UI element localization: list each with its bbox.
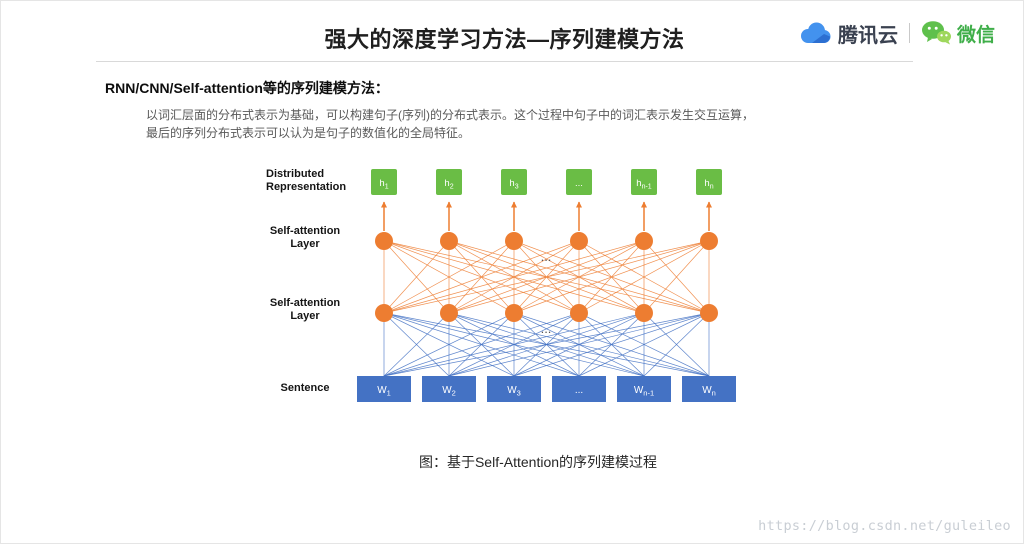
representation-box — [371, 169, 397, 195]
node-label: Wn-1 — [634, 385, 654, 398]
word-to-attention-edge — [383, 312, 515, 377]
representation-box — [566, 169, 592, 195]
word-to-attention-edge — [383, 312, 710, 377]
node-label: h1 — [379, 178, 388, 191]
node-label: W2 — [442, 385, 456, 398]
label-line: Layer — [290, 238, 320, 250]
figure-caption: 图：基于Self-Attention的序列建模过程 — [418, 454, 658, 470]
word-to-attention-edge — [643, 312, 710, 377]
body-text: 以词汇层面的分布式表示为基础，可以构建句子(序列)的分布式表示。这个过程中句子中… — [146, 106, 754, 142]
self-attention-node — [700, 232, 718, 250]
word-to-attention-edge — [513, 312, 710, 377]
label-line: Self-attention — [269, 297, 341, 309]
word-box — [422, 376, 476, 402]
attention-to-attention-edge — [448, 240, 710, 314]
node-label: W3 — [507, 385, 521, 398]
body-line: 最后的序列分布式表示可以认为是句子的数值化的全局特征。 — [146, 126, 471, 140]
ellipsis: ... — [541, 321, 552, 336]
brand-logos: 腾讯云 微信 — [798, 17, 995, 49]
self-attention-node — [440, 232, 458, 250]
label-line: Representation — [266, 181, 347, 193]
word-box — [682, 376, 736, 402]
attention-to-attention-edge — [383, 240, 645, 314]
word-to-attention-edge — [383, 312, 450, 377]
tencent-cloud-label: 腾讯云 — [837, 24, 898, 47]
label-self-attention-layer-2: Self-attention Layer — [253, 297, 357, 323]
attention-to-attention-edge — [383, 240, 710, 314]
node-label: W1 — [377, 385, 391, 398]
node-label: hn — [704, 178, 713, 191]
self-attention-node — [570, 232, 588, 250]
word-to-attention-edge — [578, 312, 710, 377]
label-distributed-representation: Distributed Representation — [253, 168, 357, 194]
label-line: Self-attention — [269, 225, 341, 237]
attention-to-attention-edge — [383, 240, 450, 314]
representation-box — [501, 169, 527, 195]
representation-box — [631, 169, 657, 195]
node-label: ... — [575, 385, 583, 396]
attention-to-attention-edge — [578, 240, 710, 314]
label-line: Sentence — [280, 382, 330, 394]
body-line: 以词汇层面的分布式表示为基础，可以构建句子(序列)的分布式表示。这个过程中句子中… — [146, 108, 754, 122]
word-box — [357, 376, 411, 402]
word-to-attention-edge — [383, 312, 580, 377]
label-line: Distributed — [266, 168, 325, 180]
self-attention-node — [505, 304, 523, 322]
self-attention-node — [635, 232, 653, 250]
slide-title: 强大的深度学习方法—序列建模方法 — [324, 27, 685, 52]
label-sentence: Sentence — [253, 382, 357, 395]
tencent-cloud-icon — [798, 20, 832, 46]
self-attention-node — [570, 304, 588, 322]
label-self-attention-layer-1: Self-attention Layer — [253, 225, 357, 251]
word-box — [487, 376, 541, 402]
brand-separator — [908, 23, 910, 43]
node-label: h2 — [444, 178, 453, 191]
self-attention-node — [635, 304, 653, 322]
label-line: Layer — [290, 310, 320, 322]
representation-box — [436, 169, 462, 195]
node-label: ... — [575, 178, 583, 189]
word-to-attention-edge — [448, 312, 710, 377]
representation-box — [696, 169, 722, 195]
node-label: h3 — [509, 178, 518, 191]
attention-to-attention-edge — [513, 240, 710, 314]
wechat-icon — [921, 20, 952, 46]
self-attention-node — [375, 304, 393, 322]
self-attention-node — [375, 232, 393, 250]
section-heading: RNN/CNN/Self-attention等的序列建模方法： — [105, 80, 389, 96]
node-label: Wn — [702, 385, 716, 398]
self-attention-node — [700, 304, 718, 322]
wechat-label: 微信 — [956, 24, 995, 46]
self-attention-node — [505, 232, 523, 250]
word-box — [552, 376, 606, 402]
word-box — [617, 376, 671, 402]
watermark-url: https://blog.csdn.net/guleileo — [758, 518, 1011, 534]
word-to-attention-edge — [383, 312, 645, 377]
self-attention-node — [440, 304, 458, 322]
attention-to-attention-edge — [643, 240, 710, 314]
node-label: hn-1 — [636, 178, 652, 191]
header-divider — [96, 61, 913, 62]
attention-to-attention-edge — [383, 240, 515, 314]
attention-to-attention-edge — [383, 240, 580, 314]
ellipsis: ... — [541, 249, 552, 264]
